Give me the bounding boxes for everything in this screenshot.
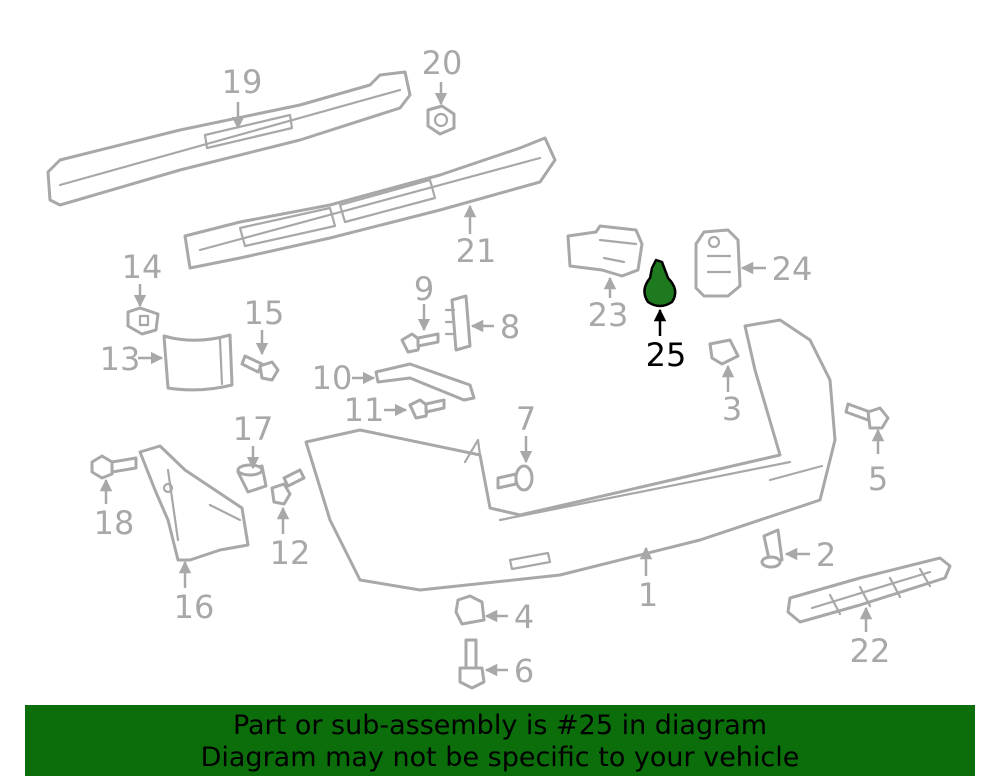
part-17-grommet (236, 463, 268, 494)
part-3-clip (708, 338, 740, 366)
part-23-sensor-bracket (566, 224, 644, 278)
part-13-pad (162, 333, 234, 392)
part-9-screw (400, 332, 440, 354)
leader-lines (99, 82, 885, 677)
notice-banner: Part or sub-assembly is #25 in diagram D… (25, 705, 975, 776)
part-19-reinforcement (46, 70, 412, 207)
part-18-bolt (90, 454, 138, 480)
part-14-clip (126, 306, 160, 336)
callout-21: 21 (456, 232, 497, 270)
callout-4: 4 (514, 598, 534, 636)
callout-23: 23 (588, 296, 629, 334)
callout-15: 15 (244, 294, 285, 332)
notice-line-2: Diagram may not be specific to your vehi… (200, 742, 800, 773)
part-7-clip (496, 464, 534, 492)
part-5-bolt (844, 402, 890, 430)
part-4-clip (454, 594, 486, 626)
notice-line-1: Part or sub-assembly is #25 in diagram (232, 710, 768, 741)
callout-6: 6 (514, 652, 534, 690)
part-8-bracket (444, 294, 472, 352)
callout-8: 8 (500, 308, 520, 346)
callout-11: 11 (344, 391, 385, 429)
callout-22: 22 (850, 632, 891, 670)
part-2-clip (760, 528, 784, 569)
part-24-retainer (694, 228, 742, 298)
part-12-screw (270, 468, 306, 506)
parts-diagram: 19 20 21 14 13 15 9 8 10 11 7 17 18 16 1… (46, 44, 952, 690)
callout-24: 24 (772, 250, 813, 288)
callout-labels: 19 20 21 14 13 15 9 8 10 11 7 17 18 16 1… (94, 44, 891, 690)
part-15-screw (240, 354, 280, 382)
part-25-parking-sensor (643, 258, 677, 308)
callout-19: 19 (222, 63, 263, 101)
callout-17: 17 (233, 410, 274, 448)
callout-18: 18 (94, 504, 135, 542)
callout-2: 2 (816, 536, 836, 574)
callout-12: 12 (270, 534, 311, 572)
callout-20: 20 (422, 44, 463, 82)
callout-14: 14 (122, 248, 163, 286)
part-21-absorber (183, 136, 557, 270)
part-20-nut (426, 104, 456, 136)
part-22-reflector (786, 556, 952, 624)
callout-9: 9 (414, 270, 434, 308)
callout-3: 3 (722, 390, 742, 428)
callout-5: 5 (868, 460, 888, 498)
callout-25: 25 (646, 336, 687, 374)
callout-10: 10 (312, 359, 353, 397)
part-10-strip (374, 362, 476, 402)
callout-16: 16 (174, 588, 215, 626)
callout-1: 1 (638, 576, 658, 614)
part-1-bumper-cover (304, 318, 837, 592)
callout-7: 7 (516, 400, 536, 438)
part-16-mudguard (138, 444, 250, 562)
part-11-screw (408, 398, 446, 420)
part-6-bolt (458, 638, 486, 690)
callout-13: 13 (100, 340, 141, 378)
